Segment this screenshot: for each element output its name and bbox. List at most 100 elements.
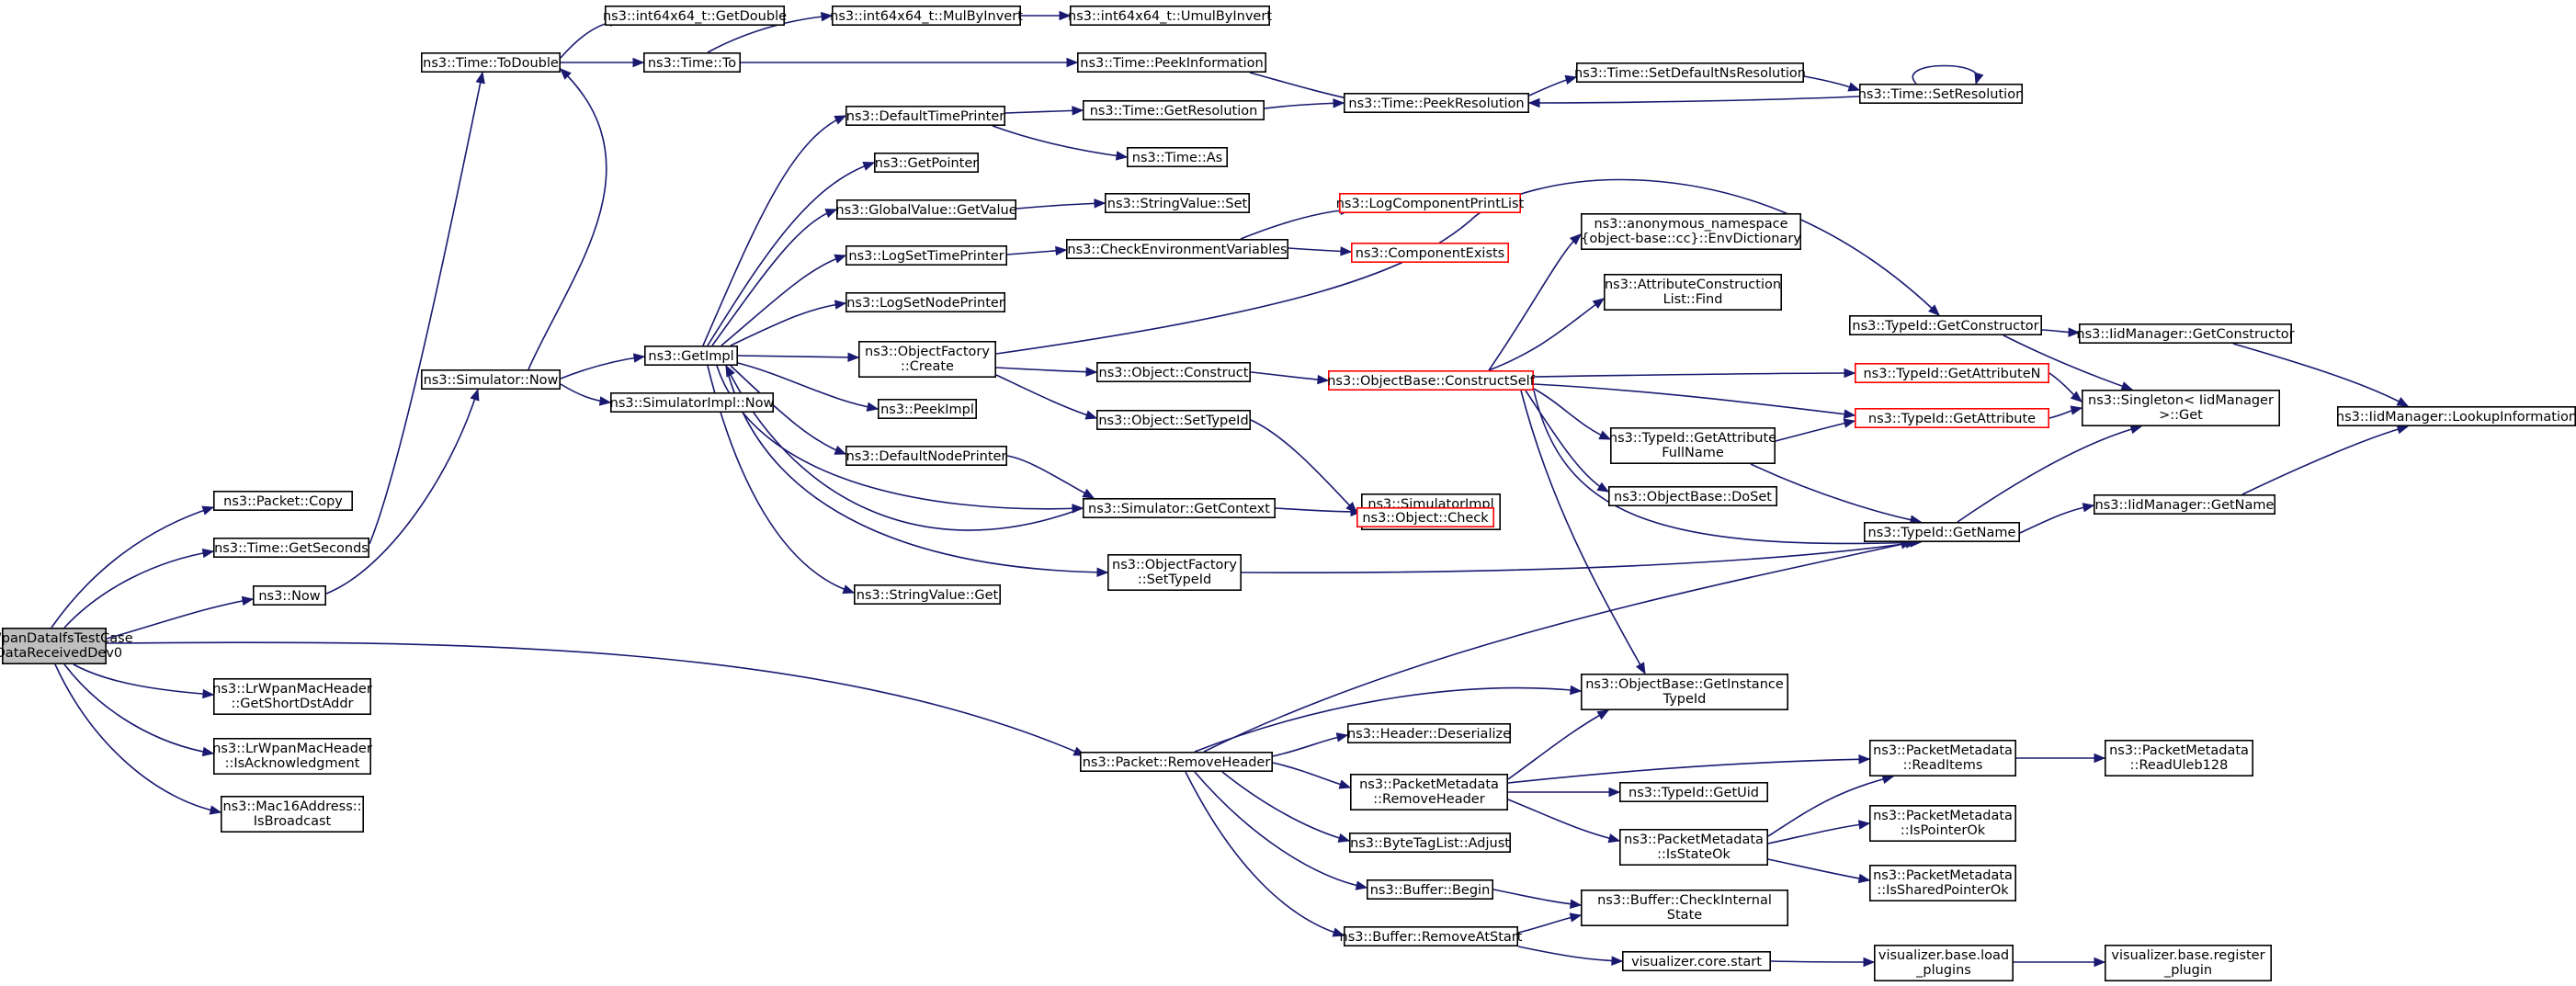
node-tidgetattr-label-0: ns3::TypeId::GetAttribute	[1868, 412, 2036, 426]
node-gettres[interactable]: ns3::Time::GetResolution	[1083, 100, 1265, 121]
node-peekinfo[interactable]: ns3::Time::PeekInformation	[1077, 51, 1267, 73]
node-bufbegin[interactable]: ns3::Buffer::Begin	[1367, 878, 1494, 900]
node-getshort-box	[213, 677, 371, 715]
edge-bufremstart-to-viscorestart-arrowhead	[1611, 956, 1624, 966]
node-setdefns[interactable]: ns3::Time::SetDefaultNsResolution	[1574, 62, 1806, 84]
node-defnp-label-0: ns3::DefaultNodePrinter	[846, 449, 1007, 464]
node-umulbyinv[interactable]: ns3::int64x64_t::UmulByInvert	[1068, 6, 1272, 26]
node-logsetnp[interactable]: ns3::LogSetNodePrinter	[845, 291, 1005, 312]
node-simimplnow[interactable]: ns3::SimulatorImpl::Now	[610, 391, 775, 413]
node-visregister[interactable]: visualizer.base.register_plugin	[2105, 945, 2273, 982]
node-tidgetattr[interactable]: ns3::TypeId::GetAttribute	[1855, 407, 2050, 428]
node-bufremstart-label-0: ns3::Buffer::RemoveAtStart	[1340, 930, 1523, 945]
node-isack[interactable]: ns3::LrWpanMacHeader::IsAcknowledgment	[212, 737, 372, 775]
node-gvget[interactable]: ns3::GlobalValue::GetValue	[835, 199, 1017, 221]
edge-todouble-to-tto-arrowhead	[632, 57, 645, 68]
edge-bufbegin-to-bufcheck	[1492, 889, 1582, 906]
node-objconstruct[interactable]: ns3::Object::Construct	[1096, 361, 1252, 382]
node-tto[interactable]: ns3::Time::To	[642, 51, 741, 73]
node-getimpl[interactable]: ns3::GetImpl	[643, 345, 738, 366]
node-iidgetname[interactable]: ns3::IidManager::GetName	[2094, 493, 2276, 515]
node-now[interactable]: ns3::Now	[252, 584, 326, 606]
node-umulbyinv-box	[1070, 6, 1271, 26]
edge-setdefns-to-setres-arrowhead	[1847, 82, 1861, 92]
node-anonenv-box	[1581, 213, 1802, 251]
node-logsetnp-label-0: ns3::LogSetNodePrinter	[846, 296, 1004, 311]
node-todouble-box	[420, 51, 561, 73]
node-singleton[interactable]: ns3::Singleton< IidManager>::Get	[2082, 389, 2281, 426]
node-tidgetattrn[interactable]: ns3::TypeId::GetAttributeN	[1855, 362, 2050, 383]
node-obconstructself-box	[1328, 369, 1535, 391]
node-logcpl[interactable]: ns3::LogComponentPrintList	[1336, 193, 1525, 214]
edge-simgetctx-to-getimpl-arrowhead	[725, 364, 735, 378]
node-todouble-label-0: ns3::Time::ToDouble	[423, 56, 559, 71]
node-tidgetname[interactable]: ns3::TypeId::GetName	[1864, 521, 2021, 542]
node-iidgetctor[interactable]: ns3::IidManager::GetConstructor	[2076, 323, 2295, 344]
node-simgetctx[interactable]: ns3::Simulator::GetContext	[1083, 497, 1277, 518]
node-simgetctx-box	[1083, 497, 1277, 518]
node-svset[interactable]: ns3::StringValue::Set	[1105, 193, 1251, 214]
node-hdeser[interactable]: ns3::Header::Deserialize	[1347, 722, 1511, 743]
node-pmreaditems[interactable]: ns3::PacketMetadata::ReadItems	[1869, 739, 2017, 776]
edge-iidgetname-to-iidlookup-arrowhead	[2396, 425, 2410, 435]
node-peekres[interactable]: ns3::Time::PeekResolution	[1344, 93, 1530, 114]
node-svget[interactable]: ns3::StringValue::Get	[853, 584, 1001, 605]
node-viscorestart[interactable]: visualizer.core.start	[1622, 951, 1772, 972]
node-pmreaditems-label-0: ns3::PacketMetadata	[1873, 743, 2013, 758]
node-ofcreate[interactable]: ns3::ObjectFactory::Create	[857, 340, 996, 378]
node-visload[interactable]: visualizer.base.load_plugins	[1874, 945, 2014, 982]
node-objsettypeid[interactable]: ns3::Object::SetTypeId	[1096, 409, 1252, 430]
node-ofcreate-label-1: ::Create	[901, 359, 954, 374]
node-todouble[interactable]: ns3::Time::ToDouble	[420, 51, 561, 73]
node-pmisptrok[interactable]: ns3::PacketMetadata::IsPointerOk	[1869, 804, 2017, 842]
node-pmreaduleb[interactable]: ns3::PacketMetadata::ReadUleb128	[2105, 739, 2254, 776]
edge-getimpl-to-gvget	[711, 209, 837, 346]
node-isbcast[interactable]: ns3::Mac16Address::IsBroadcast	[221, 795, 364, 833]
node-deftp[interactable]: ns3::DefaultTimePrinter	[845, 106, 1005, 127]
edge-pmremoveheader-to-pmisstateok-arrowhead	[1607, 833, 1621, 844]
node-iidgetctor-box	[2079, 323, 2293, 344]
node-peekimpl[interactable]: ns3::PeekImpl	[877, 398, 977, 419]
node-getdouble[interactable]: ns3::int64x64_t::GetDouble	[603, 6, 787, 26]
node-setres[interactable]: ns3::Time::SetResolution	[1858, 84, 2025, 105]
node-pmisstateok[interactable]: ns3::PacketMetadata::IsStateOk	[1619, 828, 1769, 866]
node-viscorestart-label-0: visualizer.core.start	[1631, 955, 1762, 969]
node-pmisshptrok[interactable]: ns3::PacketMetadata::IsSharedPointerOk	[1869, 864, 2017, 901]
node-prmheader[interactable]: ns3::Packet::RemoveHeader	[1080, 751, 1274, 772]
node-root[interactable]: LrWpanDataIfsTestCase::DataReceivedDev0	[0, 627, 133, 664]
node-pmremoveheader[interactable]: ns3::PacketMetadata::RemoveHeader	[1350, 773, 1509, 810]
node-tgetsec[interactable]: ns3::Time::GetSeconds	[213, 537, 369, 558]
node-svget-box	[853, 584, 1001, 605]
node-getpointer[interactable]: ns3::GetPointer	[873, 153, 979, 174]
node-ofsettypeid[interactable]: ns3::ObjectFactory::SetTypeId	[1107, 553, 1243, 591]
node-compex[interactable]: ns3::ComponentExists	[1351, 242, 1510, 263]
edge-setres-to-peekres-arrowhead	[1527, 97, 1540, 108]
edge-mulbyinv-to-umulbyinv-arrowhead	[1059, 10, 1072, 21]
node-obconstructself[interactable]: ns3::ObjectBase::ConstructSelf	[1327, 369, 1536, 391]
node-checkenv[interactable]: ns3::CheckEnvironmentVariables	[1066, 238, 1289, 259]
node-mulbyinv[interactable]: ns3::int64x64_t::MulByInvert	[830, 6, 1023, 26]
edge-iidgetctor-to-iidlookup-arrowhead	[2396, 397, 2410, 407]
node-tidgetuid[interactable]: ns3::TypeId::GetUid	[1619, 781, 1769, 802]
node-bufremstart[interactable]: ns3::Buffer::RemoveAtStart	[1340, 925, 1523, 946]
node-tidgetctor[interactable]: ns3::TypeId::GetConstructor	[1849, 314, 2043, 335]
node-pcopy[interactable]: ns3::Packet::Copy	[213, 490, 353, 511]
node-objconstruct-label-0: ns3::Object::Construct	[1099, 366, 1249, 380]
node-simnow[interactable]: ns3::Simulator::Now	[420, 368, 561, 390]
edge-prmheader-to-bufremstart-arrowhead	[1332, 927, 1345, 937]
node-btladjust[interactable]: ns3::ByteTagList::Adjust	[1349, 832, 1512, 853]
node-anonenv[interactable]: ns3::anonymous_namespace{object-base::cc…	[1581, 213, 1802, 251]
node-iidlookup[interactable]: ns3::IidManager::LookupInformation	[2336, 405, 2576, 426]
node-tas[interactable]: ns3::Time::As	[1127, 147, 1229, 168]
node-objcheck[interactable]: ns3::Object::Check	[1356, 506, 1495, 527]
node-getshort[interactable]: ns3::LrWpanMacHeader::GetShortDstAddr	[212, 677, 372, 715]
edge-ofcreate-to-tidgetctor-arrowhead	[1928, 304, 1940, 316]
node-obdoset[interactable]: ns3::ObjectBase::DoSet	[1608, 485, 1778, 506]
edge-now-to-simnow-arrowhead	[470, 388, 480, 402]
node-logsettp[interactable]: ns3::LogSetTimePrinter	[845, 244, 1007, 266]
node-defnp[interactable]: ns3::DefaultNodePrinter	[845, 445, 1007, 466]
